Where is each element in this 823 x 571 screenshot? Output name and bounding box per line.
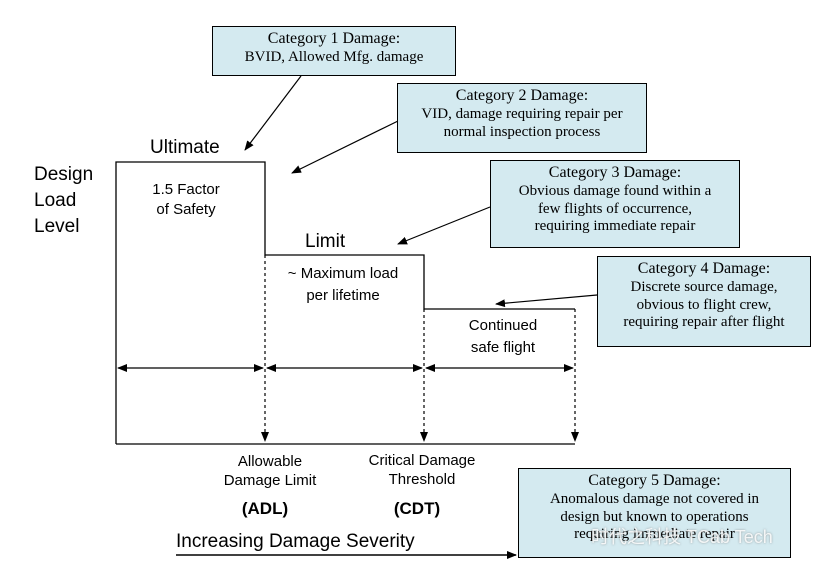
y-axis-label-line-3: Level xyxy=(34,216,80,237)
category-2-desc-line-1: VID, damage requiring repair per xyxy=(421,105,623,122)
max-load-line-2: per lifetime xyxy=(306,287,380,304)
category-5-desc-line-1: Anomalous damage not covered in xyxy=(549,490,760,507)
y-axis-label-line-1: Design xyxy=(34,164,94,185)
category-4-desc-line-2: obvious to flight crew, xyxy=(636,296,772,313)
adl-label: Allowable Damage Limit xyxy=(200,452,340,490)
factor-of-safety-text: 1.5 Factor of Safety xyxy=(116,180,256,220)
category-3-title: Category 3 Damage: xyxy=(548,164,682,181)
cdt-abbreviation: (CDT) xyxy=(393,499,441,518)
factor-line-2: of Safety xyxy=(156,201,216,218)
category-5-desc-line-2: design but known to operations xyxy=(560,508,749,525)
category-5-box: Category 5 Damage: Anomalous damage not … xyxy=(518,468,791,558)
category-1-title: Category 1 Damage: xyxy=(267,30,401,47)
category-2-desc-line-2: normal inspection process xyxy=(443,123,601,140)
adl-abbreviation: (ADL) xyxy=(241,499,289,518)
category-3-pointer xyxy=(397,206,491,245)
category-1-desc-line-1: BVID, Allowed Mfg. damage xyxy=(244,48,424,65)
category-1-box: Category 1 Damage: BVID, Allowed Mfg. da… xyxy=(212,26,456,76)
category-3-desc-line-2: few flights of occurrence, xyxy=(537,200,693,217)
category-3-desc-line-3: requiring immediate repair xyxy=(534,218,696,235)
category-4-pointer xyxy=(495,294,598,308)
category-2-box: Category 2 Damage: VID, damage requiring… xyxy=(397,83,647,153)
cdt-label: Critical Damage Threshold xyxy=(352,451,492,489)
category-4-box: Category 4 Damage: Discrete source damag… xyxy=(597,256,811,347)
adl-line-1: Allowable xyxy=(237,453,303,470)
category-4-desc-line-1: Discrete source damage, xyxy=(630,278,778,295)
category-1-pointer xyxy=(244,75,302,151)
category-4-desc-line-3: requiring repair after flight xyxy=(623,314,785,331)
cdt-line-2: Threshold xyxy=(388,471,456,488)
adl-line-2: Damage Limit xyxy=(223,472,317,489)
category-5-desc-line-3: requiring immediate repair xyxy=(574,526,735,543)
max-load-line-1: ~ Maximum load xyxy=(287,265,399,282)
watermark-text: 时代之科技 TCab Tech xyxy=(591,527,773,547)
ultimate-level-label: Ultimate xyxy=(150,137,220,158)
continued-line-1: Continued xyxy=(468,317,538,334)
category-3-box: Category 3 Damage: Obvious damage found … xyxy=(490,160,740,248)
max-load-text: ~ Maximum load per lifetime xyxy=(265,263,421,307)
category-4-title: Category 4 Damage: xyxy=(637,260,771,277)
cdt-line-1: Critical Damage xyxy=(368,452,476,469)
y-axis-label: Design Load Level xyxy=(34,162,93,240)
continued-line-2: safe flight xyxy=(470,339,536,356)
factor-line-1: 1.5 Factor xyxy=(152,181,220,198)
category-2-title: Category 2 Damage: xyxy=(455,87,589,104)
category-5-title: Category 5 Damage: xyxy=(588,472,721,489)
x-axis-label: Increasing Damage Severity xyxy=(176,531,415,552)
limit-level-label: Limit xyxy=(305,231,346,252)
category-2-pointer xyxy=(291,120,399,174)
continued-safe-flight-text: Continued safe flight xyxy=(426,315,580,359)
category-3-desc-line-1: Obvious damage found within a xyxy=(518,182,712,199)
y-axis-label-line-2: Load xyxy=(34,190,77,211)
